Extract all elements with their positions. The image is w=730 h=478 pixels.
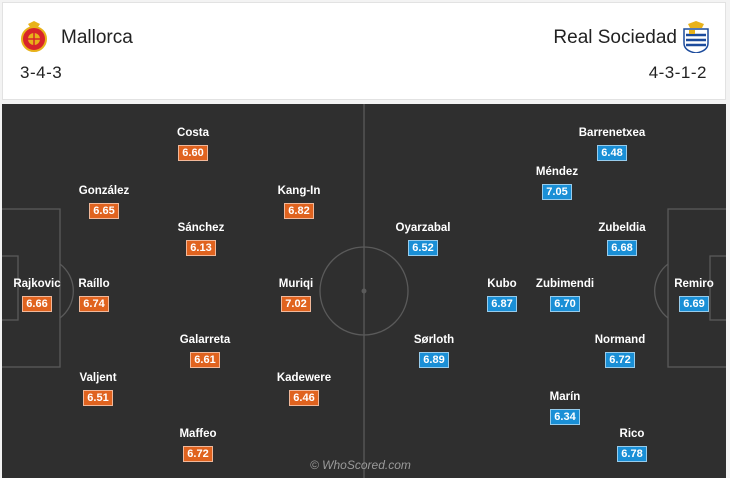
player-name: Zubeldia <box>598 222 646 234</box>
player-galarreta[interactable]: Galarreta 6.61 <box>165 333 245 368</box>
player-name: Marín <box>549 391 581 403</box>
player-name: Barrenetxea <box>578 127 646 139</box>
player-name: Muriqi <box>278 278 314 290</box>
player-rating-badge: 6.61 <box>190 352 220 368</box>
pitch-lines <box>2 104 726 478</box>
player-rating-badge: 6.51 <box>83 390 113 406</box>
player-zubeldia[interactable]: Zubeldia 6.68 <box>582 221 662 256</box>
player-zubimendi[interactable]: Zubimendi 6.70 <box>525 277 605 312</box>
player-rating-badge: 6.70 <box>550 296 580 312</box>
player-name: Normand <box>594 334 646 346</box>
player-rating-badge: 6.69 <box>679 296 709 312</box>
player-rating-badge: 6.48 <box>597 145 627 161</box>
player-rajkovic[interactable]: Rajkovic 6.66 <box>2 277 77 312</box>
player-name: Oyarzabal <box>395 222 451 234</box>
player-valjent[interactable]: Valjent 6.51 <box>58 371 138 406</box>
home-team-name[interactable]: Mallorca <box>61 27 133 48</box>
player-name: Kubo <box>487 278 517 290</box>
player-name: Rajkovic <box>13 278 61 290</box>
player-rating-badge: 6.68 <box>607 240 637 256</box>
player-name: Valjent <box>79 372 117 384</box>
player-rating-badge: 6.65 <box>89 203 119 219</box>
player-rating-badge: 6.13 <box>186 240 216 256</box>
match-header: Mallorca 3-4-3 Real Sociedad 4-3-1-2 <box>2 2 726 100</box>
player-kadewere[interactable]: Kadewere 6.46 <box>264 371 344 406</box>
player-rating-badge: 6.60 <box>178 145 208 161</box>
player-name: Méndez <box>535 166 579 178</box>
player-costa[interactable]: Costa 6.60 <box>153 126 233 161</box>
player-kang-in[interactable]: Kang-In 6.82 <box>259 184 339 219</box>
player-remiro[interactable]: Remiro 6.69 <box>654 277 726 312</box>
whoscored-watermark: © WhoScored.com <box>310 458 411 472</box>
player-rating-badge: 7.05 <box>542 184 572 200</box>
real-sociedad-crest-icon <box>681 21 711 58</box>
player-rating-badge: 6.34 <box>550 409 580 425</box>
player-name: Rico <box>619 428 645 440</box>
mallorca-crest-icon <box>19 21 49 58</box>
player-rating-badge: 6.66 <box>22 296 52 312</box>
player-sanchez[interactable]: Sánchez 6.13 <box>161 221 241 256</box>
player-rating-badge: 6.74 <box>79 296 109 312</box>
player-muriqi[interactable]: Muriqi 7.02 <box>256 277 336 312</box>
player-sorloth[interactable]: Sørloth 6.89 <box>394 333 474 368</box>
player-gonzalez[interactable]: González 6.65 <box>64 184 144 219</box>
player-name: Remiro <box>674 278 714 290</box>
player-rating-badge: 6.87 <box>487 296 517 312</box>
player-name: Kang-In <box>277 185 321 197</box>
away-formation: 4-3-1-2 <box>648 63 707 82</box>
player-raillo[interactable]: Raíllo 6.74 <box>54 277 134 312</box>
player-name: Costa <box>177 127 209 139</box>
player-name: Zubimendi <box>535 278 595 290</box>
player-rating-badge: 7.02 <box>281 296 311 312</box>
player-name: Sánchez <box>177 222 225 234</box>
player-name: Kadewere <box>276 372 332 384</box>
player-maffeo[interactable]: Maffeo 6.72 <box>158 427 238 462</box>
player-rating-badge: 6.89 <box>419 352 449 368</box>
player-name: Galarreta <box>179 334 231 346</box>
player-rating-badge: 6.52 <box>408 240 438 256</box>
player-rating-badge: 6.78 <box>617 446 647 462</box>
pitch: Rajkovic 6.66 Raíllo 6.74 González 6.65 … <box>2 104 726 478</box>
player-rating-badge: 6.46 <box>289 390 319 406</box>
player-mendez[interactable]: Méndez 7.05 <box>517 165 597 200</box>
player-name: Raíllo <box>78 278 110 290</box>
player-kubo[interactable]: Kubo 6.87 <box>462 277 542 312</box>
player-barrenetxea[interactable]: Barrenetxea 6.48 <box>572 126 652 161</box>
player-name: González <box>78 185 130 197</box>
player-marin[interactable]: Marín 6.34 <box>525 390 605 425</box>
player-oyarzabal[interactable]: Oyarzabal 6.52 <box>383 221 463 256</box>
player-rating-badge: 6.72 <box>183 446 213 462</box>
player-name: Sørloth <box>413 334 455 346</box>
home-formation: 3-4-3 <box>20 63 63 82</box>
player-rico[interactable]: Rico 6.78 <box>592 427 672 462</box>
player-name: Maffeo <box>179 428 217 440</box>
player-rating-badge: 6.82 <box>284 203 314 219</box>
player-rating-badge: 6.72 <box>605 352 635 368</box>
player-normand[interactable]: Normand 6.72 <box>580 333 660 368</box>
away-team-name[interactable]: Real Sociedad <box>553 27 677 48</box>
